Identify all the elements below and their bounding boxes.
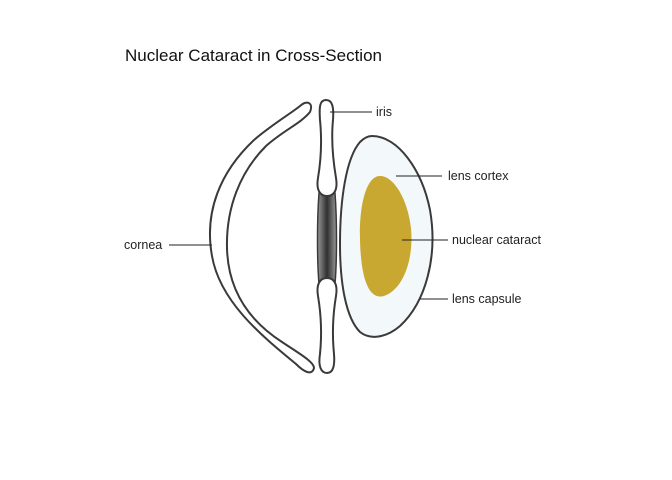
iris-label: iris [376, 105, 392, 119]
nuclear-cataract-label: nuclear cataract [452, 233, 541, 247]
lens-capsule-label: lens capsule [452, 292, 522, 306]
lens-cortex-label: lens cortex [448, 169, 509, 183]
cornea-label: cornea [124, 238, 162, 252]
pupil-band [318, 193, 337, 284]
cornea-shape [210, 103, 314, 373]
iris-lower [317, 278, 336, 373]
iris-upper [317, 100, 336, 196]
